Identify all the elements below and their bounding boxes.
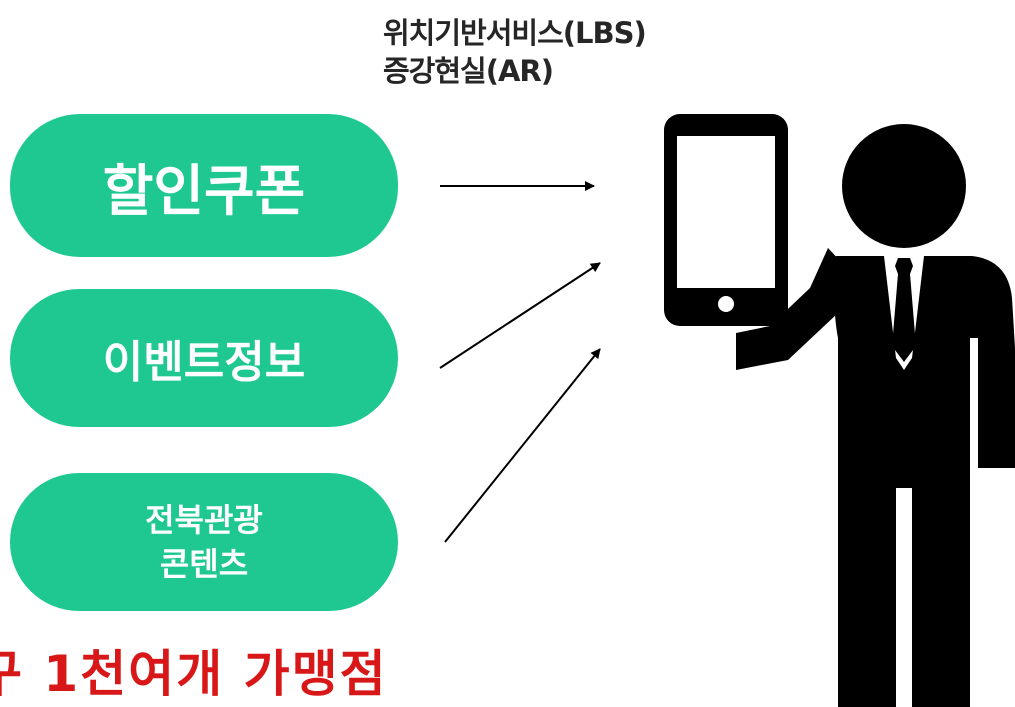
service-caption: 위치기반서비스(LBS) 증강현실(AR) [383, 14, 647, 90]
lbs-label: 위치기반서비스(LBS) [383, 16, 647, 50]
arrow-up-right-icon [444, 348, 601, 543]
event-label: 이벤트정보 [102, 337, 306, 388]
ar-label: 증강현실(AR) [383, 54, 554, 88]
businessman-icon [664, 114, 1015, 707]
smartphone-icon [664, 114, 788, 326]
tourism-label-line2: 콘텐츠 [159, 545, 249, 583]
tourism-pill: 전북관광 콘텐츠 [10, 473, 398, 611]
event-pill: 이벤트정보 [10, 289, 398, 427]
coupon-label: 할인쿠폰 [102, 158, 306, 223]
affiliate-stores-text: 구 1천여개 가맹점 [0, 645, 388, 703]
arrow-up-right-icon [439, 262, 601, 369]
coupon-pill: 할인쿠폰 [10, 114, 398, 257]
tourism-label-line1: 전북관광 [145, 501, 263, 539]
